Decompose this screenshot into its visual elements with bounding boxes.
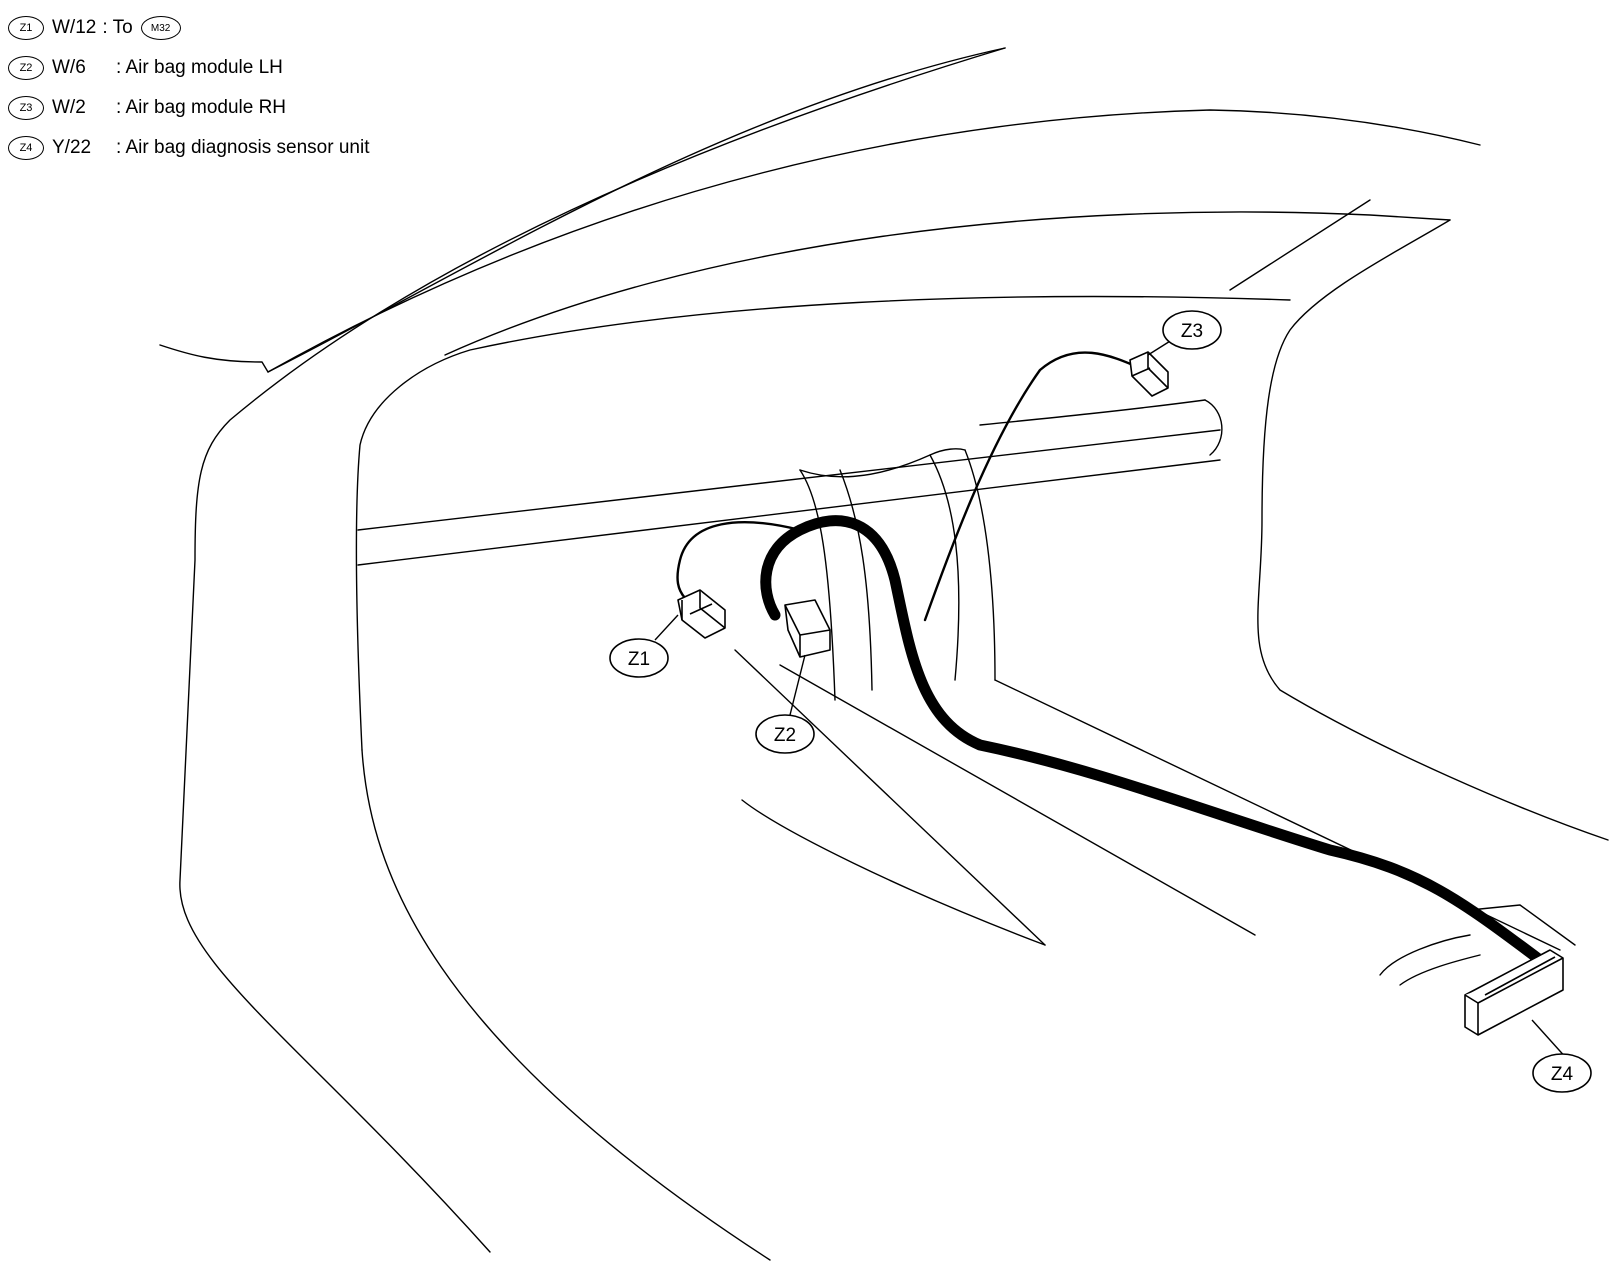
- callout-z3: Z3: [1162, 310, 1222, 350]
- vehicle-body-outline: [159, 47, 1609, 1261]
- legend-row-z2: Z2 W/6 : Air bag module LH: [8, 48, 370, 88]
- callout-z3-label: Z3: [1181, 321, 1203, 342]
- legend-code-z2: W/6: [52, 57, 86, 78]
- legend-desc-z2: : Air bag module LH: [116, 57, 283, 78]
- cross-member-bottom: [357, 459, 1221, 566]
- connector-z2-body: [784, 599, 831, 658]
- callout-z4: Z4: [1532, 1053, 1592, 1093]
- connector-z1-body: [677, 589, 726, 639]
- floor-curve: [741, 799, 1046, 946]
- console-left-inner: [839, 469, 873, 691]
- floor-line-2: [779, 664, 1256, 936]
- legend-row-z3: Z3 W/2 : Air bag module RH: [8, 88, 370, 128]
- callout-z2: Z2: [755, 714, 815, 754]
- callout-z4-label: Z4: [1551, 1064, 1574, 1085]
- floor-line-1: [734, 649, 1046, 946]
- connector-z4-sensor-unit: [1464, 949, 1564, 1036]
- legend-badge-z2: Z2: [8, 56, 44, 80]
- leader-z2: [789, 654, 806, 716]
- legend-code-z3: W/2: [52, 97, 86, 118]
- sensor-mount-edge-2: [1399, 954, 1481, 986]
- legend-code-z1: W/12: [52, 17, 97, 38]
- legend-ref-badge-m32: M32: [140, 16, 181, 40]
- inner-floor-contour: [361, 749, 771, 1261]
- console-right-edge: [964, 449, 996, 681]
- callout-leaders: [654, 337, 1569, 1061]
- callout-z2-label: Z2: [774, 725, 796, 746]
- connector-z3-body: [1129, 351, 1169, 397]
- legend-row-z4: Z4 Y/22 : Air bag diagnosis sensor unit: [8, 128, 370, 168]
- console-left-edge: [799, 469, 836, 701]
- left-body-contour: [179, 47, 1006, 1253]
- console-top-edge: [799, 448, 966, 478]
- callout-z1-label: Z1: [628, 649, 650, 670]
- leader-z1: [654, 614, 679, 641]
- right-body-contour: [1257, 219, 1609, 841]
- main-harness-trunk: [760, 515, 1546, 966]
- wiring-harness: [676, 351, 1546, 966]
- z3-branch-wire: [923, 351, 1142, 622]
- z1-branch-wire: [676, 521, 802, 600]
- dash-rear-edge: [444, 211, 1451, 356]
- sensor-mount-top: [1469, 904, 1576, 946]
- connector-legend: Z1 W/12 : To M32 Z2 W/6 : Air bag module…: [8, 8, 370, 168]
- legend-desc-z4: : Air bag diagnosis sensor unit: [116, 137, 370, 158]
- legend-badge-z4: Z4: [8, 136, 44, 160]
- connectors: [677, 351, 1564, 1036]
- legend-badge-z1: Z1: [8, 16, 44, 40]
- roof-outer-line: [159, 47, 1006, 373]
- legend-code-z4: Y/22: [52, 137, 92, 158]
- cross-member-end: [1204, 399, 1223, 456]
- defroster-edge: [1229, 199, 1371, 291]
- sensor-mount-edge-1: [1379, 934, 1471, 976]
- callout-z1: Z1: [609, 638, 669, 678]
- legend-badge-z3: Z3: [8, 96, 44, 120]
- legend-desc-z3: : Air bag module RH: [116, 97, 287, 118]
- cross-member-top: [357, 429, 1221, 531]
- legend-desc-z1: : To: [102, 17, 133, 38]
- console-right-inner: [929, 454, 960, 681]
- dash-top-contour: [355, 295, 1291, 751]
- legend-row-z1: Z1 W/12 : To M32: [8, 8, 370, 48]
- windshield-line: [267, 109, 1481, 373]
